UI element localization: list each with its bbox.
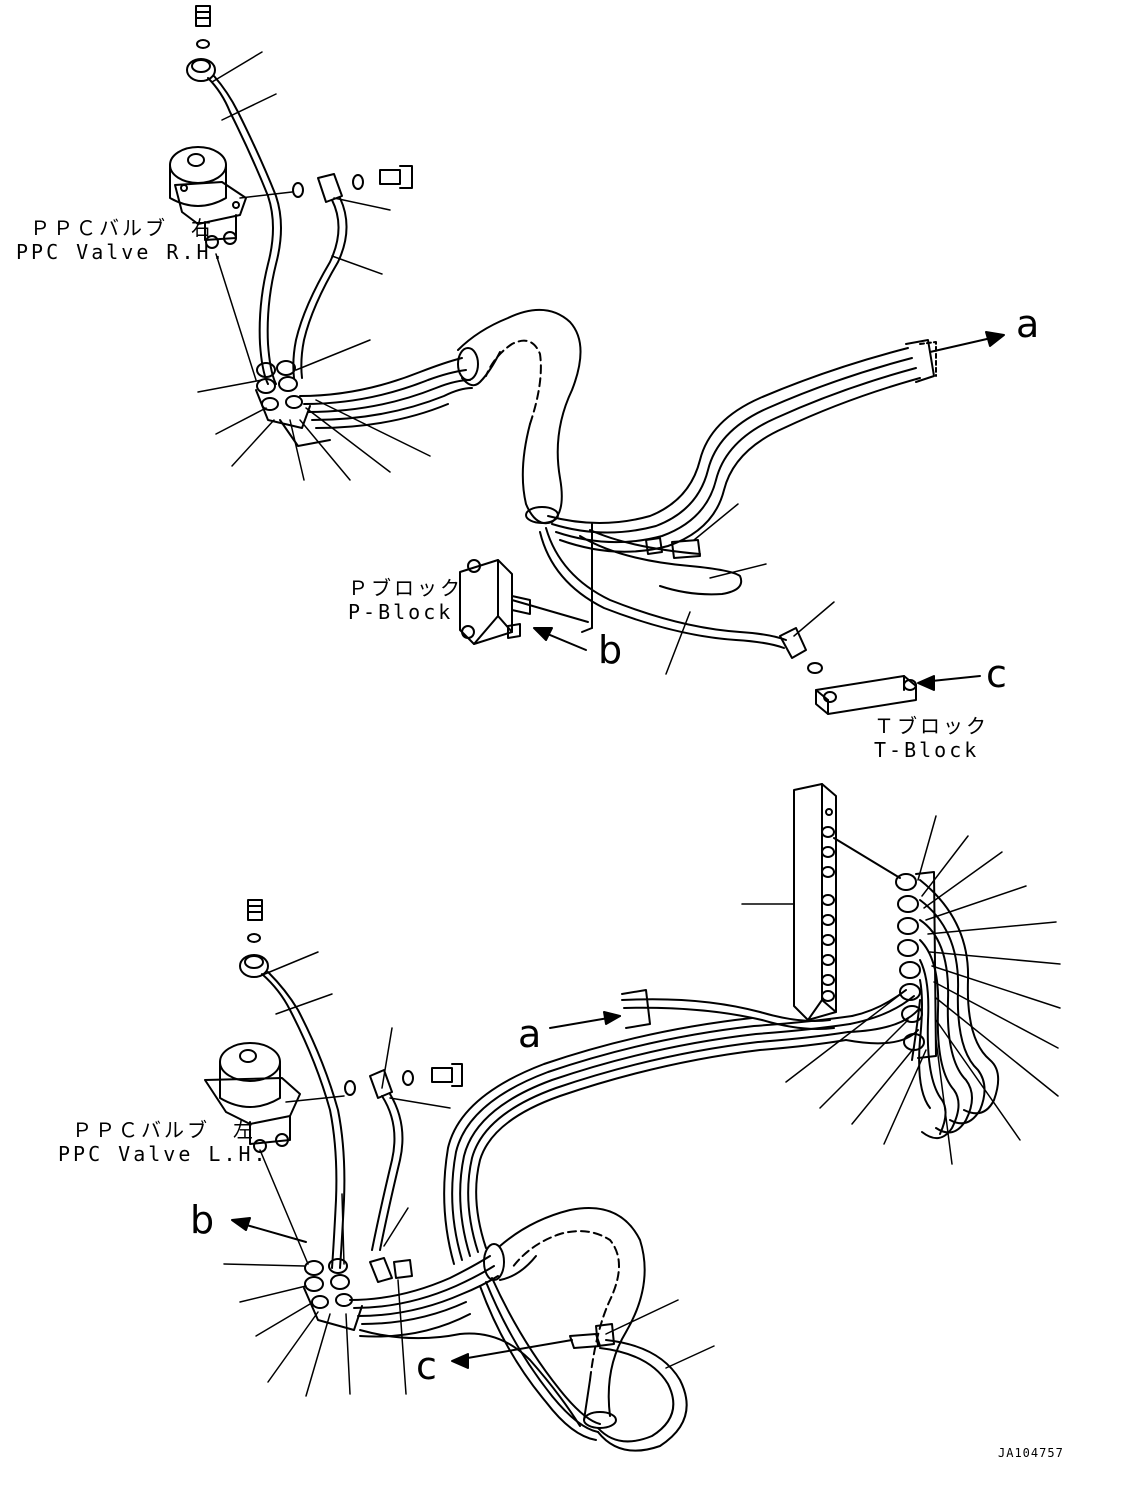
p-block-label-en: P-Block — [348, 600, 454, 624]
ppc-valve-rh-label-en: PPC Valve R.H. — [16, 240, 227, 264]
ref-a-top: a — [1016, 302, 1040, 346]
rh-side-fitting — [352, 165, 413, 190]
ppc-valve-lh-label-en: PPC Valve L.H. — [58, 1142, 269, 1166]
ref-b-top: b — [598, 628, 623, 672]
ref-b-bottom: b — [190, 1198, 215, 1242]
p-block — [459, 559, 589, 645]
rh-fitting-cluster — [255, 360, 331, 447]
lh-right-fitting-cluster — [895, 871, 937, 1059]
lh-fitting-cluster — [303, 1257, 413, 1331]
ppc-valve-rh-label-jp: ＰＰＣバルブ 右 — [30, 216, 214, 240]
ref-a-bottom: a — [518, 1012, 542, 1056]
lh-leader-lines — [223, 815, 1061, 1397]
p-block-label-jp: Ｐブロック — [348, 576, 463, 600]
ppc-valve-rh-assembly — [169, 5, 1005, 715]
lh-side-fitting — [431, 1063, 463, 1087]
ppc-valve-lh-body — [204, 1042, 301, 1153]
ppc-valve-lh-assembly — [204, 783, 1061, 1452]
rh-leader-lines — [197, 51, 835, 675]
t-block — [815, 675, 917, 715]
ppc-valve-lh-label-jp: ＰＰＣバルブ 左 — [72, 1118, 256, 1142]
ref-c-top: c — [986, 652, 1007, 696]
drawing-code: JA104757 — [998, 1446, 1064, 1460]
ref-c-bottom: c — [416, 1344, 437, 1388]
t-block-label-jp: Ｔブロック — [874, 714, 989, 738]
t-block-label-en: T-Block — [874, 738, 980, 762]
rh-top-fitting — [186, 5, 216, 82]
ppc-valve-rh-body — [169, 146, 247, 249]
rh-protective-sleeve — [457, 308, 582, 525]
manifold-block — [793, 783, 901, 1021]
